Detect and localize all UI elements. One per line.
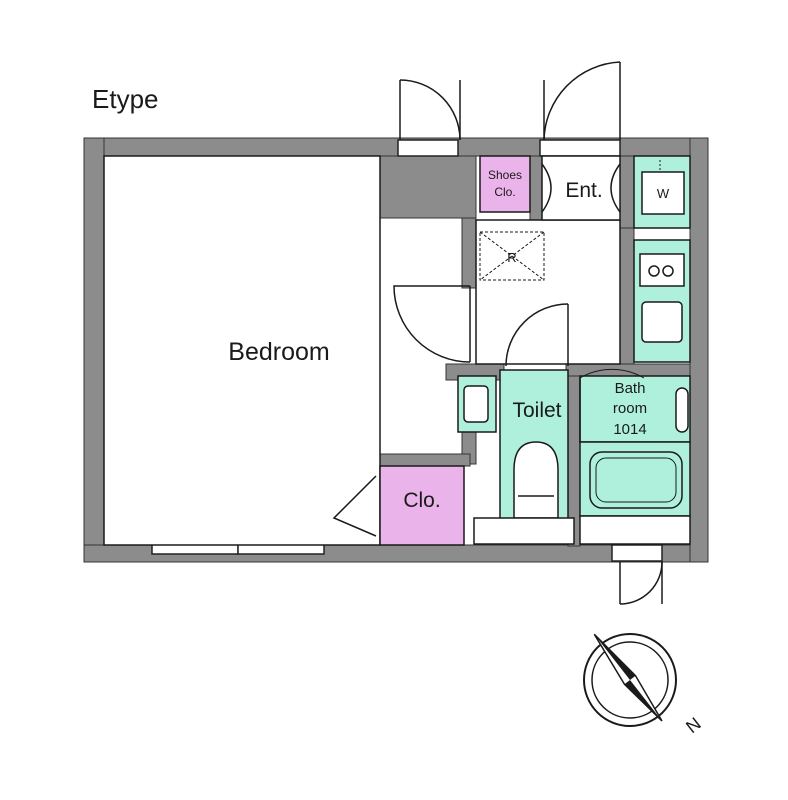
wall-kitchen-left <box>619 227 635 365</box>
shoes-closet-label-line2: Clo. <box>494 185 515 199</box>
doors <box>393 61 663 605</box>
wall-shoes-divider <box>529 155 543 221</box>
outer-wall-right <box>689 137 709 563</box>
window-entrance-north <box>539 139 621 157</box>
door-bedroom[interactable] <box>393 285 471 363</box>
door-bedroom-balcony[interactable] <box>399 79 461 141</box>
stove <box>639 253 685 287</box>
plan-title: Etype <box>92 84 159 114</box>
outer-wall-left <box>83 137 105 563</box>
wall-toilet-right <box>565 363 691 377</box>
compass: N <box>583 633 705 737</box>
closet-area <box>379 465 465 546</box>
door-toilet[interactable] <box>505 303 569 367</box>
entrance-label: Ent. <box>565 179 602 202</box>
toilet-bowl-icon <box>513 441 559 519</box>
bathtub <box>589 451 683 509</box>
walls <box>83 137 709 563</box>
bath-step <box>579 515 691 545</box>
stove-burner-right-icon <box>662 265 674 277</box>
closet-label: Clo. <box>403 489 440 512</box>
window-bedroom-north <box>397 139 459 157</box>
compass-north-label: N <box>682 713 705 737</box>
toilet-vanity-basin <box>463 385 489 423</box>
stove-burner-left-icon <box>648 265 660 277</box>
bathroom-label-line1: Bath <box>615 380 646 397</box>
entrance-step-left <box>541 163 552 213</box>
window-bath-sash[interactable] <box>619 561 663 605</box>
closet-door[interactable] <box>332 475 377 537</box>
bathroom-label-line2: room <box>613 400 647 417</box>
bathtub-inner <box>595 457 677 503</box>
compass-ring-inner <box>591 641 669 719</box>
shoes-closet-area <box>479 155 531 213</box>
fridge-label: R <box>507 250 516 265</box>
bathroom-basin <box>675 387 689 433</box>
wall-entrance-right <box>619 155 635 229</box>
wall-block-entry <box>379 155 477 219</box>
wall-closet-pier <box>373 453 471 467</box>
wall-bedroom-divider <box>461 217 477 289</box>
bathroom-label-line3: 1014 <box>613 421 646 438</box>
shoes-closet-label-line1: Shoes <box>488 168 522 182</box>
washer-unit <box>641 171 685 215</box>
toilet-tank <box>473 517 575 545</box>
washer-label: W <box>657 186 670 201</box>
bathroom-floor <box>579 375 691 443</box>
bedroom-label: Bedroom <box>228 338 329 366</box>
toilet-label: Toilet <box>512 399 561 422</box>
window-bath-south <box>611 544 663 562</box>
entrance-step-right <box>610 163 621 213</box>
door-entrance[interactable] <box>543 61 621 141</box>
entrance-floor <box>541 155 621 221</box>
bedroom-floor <box>103 155 381 546</box>
kitchen-sink <box>641 301 683 343</box>
door-bathroom[interactable] <box>579 368 645 442</box>
